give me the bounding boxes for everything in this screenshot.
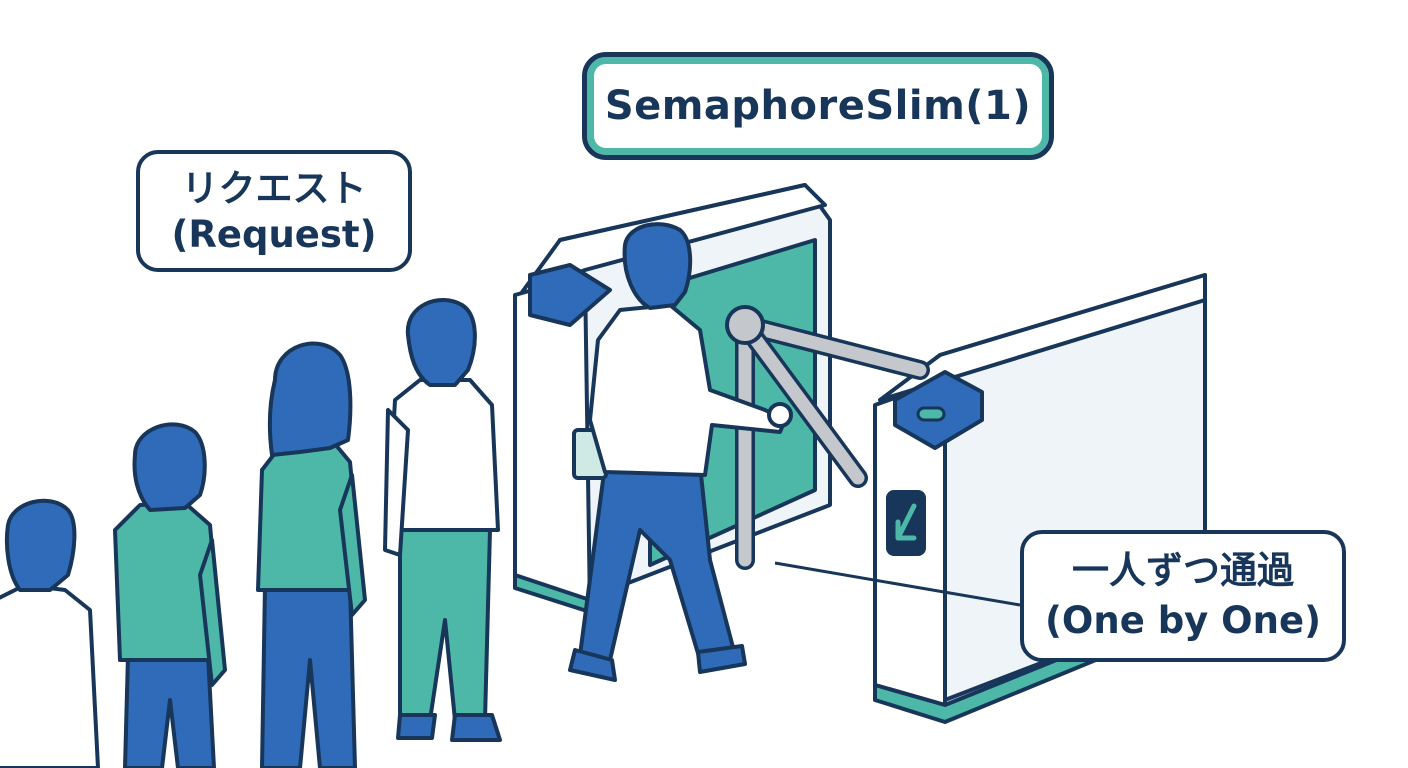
queue-person-4-legs <box>398 528 492 722</box>
queue-person-2-arm <box>198 538 227 687</box>
person-passing <box>568 222 793 682</box>
queue-person-4-shoes <box>396 713 502 742</box>
queue-person-2-legs <box>123 653 216 768</box>
queue-person-3 <box>256 341 367 768</box>
semaphore-label: SemaphoreSlim(1) <box>582 52 1054 160</box>
pointer-line <box>774 561 1021 607</box>
queue-person-3-arm <box>338 473 367 617</box>
request-label-en: (Request) <box>171 213 377 256</box>
queue-person-2-torso <box>113 501 224 662</box>
one-by-one-label: 一人ずつ通過 (One by One) <box>1020 530 1346 662</box>
queue-person-1-torso <box>0 583 100 768</box>
right-gate-reader-slot <box>916 406 946 422</box>
queue-person-4-arm <box>383 408 410 557</box>
one-by-one-label-en: (One by One) <box>1045 599 1321 642</box>
left-gate-card-reader <box>528 263 612 327</box>
person-passing-torso <box>588 303 787 477</box>
queue-person-3-legs <box>260 583 357 768</box>
queue-person-1 <box>0 498 100 768</box>
request-label-jp: リクエスト <box>181 167 367 210</box>
arrow-down-left-icon <box>895 503 917 541</box>
queue-person-2-head <box>132 422 207 512</box>
person-passing-shoes <box>568 644 747 682</box>
queue-person-4 <box>383 298 502 742</box>
person-passing-hand <box>767 402 793 428</box>
queue-person-3-hair <box>267 341 353 457</box>
queue-person-1-head <box>4 498 77 592</box>
queue-person-4-head <box>405 298 477 387</box>
semaphore-label-text: SemaphoreSlim(1) <box>604 83 1032 129</box>
person-passing-head <box>622 222 693 310</box>
tripod-arms <box>725 305 930 570</box>
one-by-one-label-jp: 一人ずつ通過 <box>1072 549 1294 592</box>
queue-person-2 <box>113 422 227 768</box>
request-label: リクエスト (Request) <box>136 150 412 272</box>
